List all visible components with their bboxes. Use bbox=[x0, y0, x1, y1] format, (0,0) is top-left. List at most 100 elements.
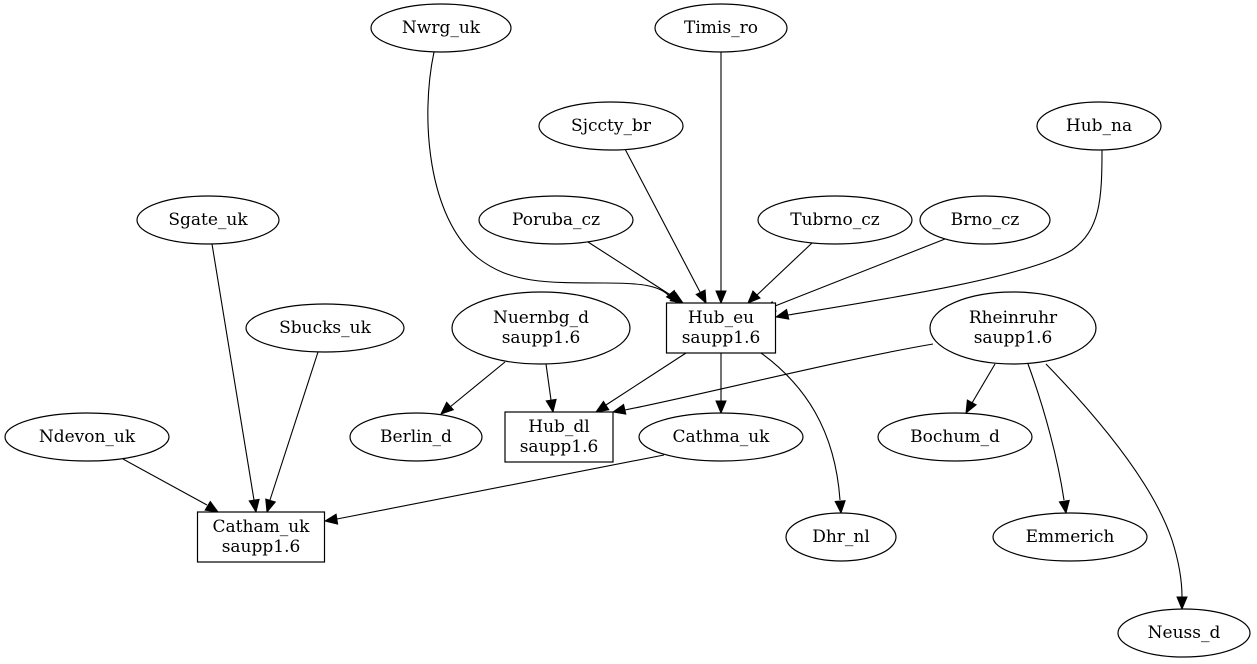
node-ellipse bbox=[451, 291, 631, 365]
edge-brno-cz-to-hub-eu bbox=[761, 238, 946, 312]
edge-line bbox=[545, 363, 552, 401]
edge-hub-eu-to-hub-dl bbox=[594, 352, 687, 413]
node-label: Sgate_uk bbox=[168, 210, 248, 230]
arrowhead-icon bbox=[669, 291, 685, 304]
node-label: Hub_eu bbox=[688, 308, 754, 328]
node-cathma-uk: Cathma_uk bbox=[638, 412, 804, 462]
arrowhead-icon bbox=[323, 513, 339, 525]
edge-hub-na-to-hub-eu bbox=[774, 149, 1103, 320]
edge-line bbox=[1045, 363, 1183, 598]
node-label: Sbucks_uk bbox=[279, 318, 371, 338]
arrowhead-icon bbox=[774, 308, 790, 320]
node-timis-ro: Timis_ro bbox=[654, 3, 788, 53]
edge-poruba-cz-to-hub-eu bbox=[587, 241, 685, 304]
edge-line bbox=[624, 343, 934, 411]
node-label: Tubrno_cz bbox=[790, 210, 880, 230]
node-label: Emmerich bbox=[1026, 527, 1115, 547]
edge-line bbox=[122, 458, 208, 506]
edge-hub-eu-to-dhr-nl bbox=[760, 352, 846, 515]
node-sublabel: saupp1.6 bbox=[520, 437, 599, 457]
edge-line bbox=[449, 361, 506, 408]
arrowhead-icon bbox=[1176, 596, 1188, 611]
edge-rheinruhr-to-hub-dl bbox=[611, 343, 934, 415]
node-box bbox=[504, 411, 614, 463]
node-sjccty-br: Sjccty_br bbox=[538, 101, 684, 151]
edge-nuernbg-d-to-berlin-d bbox=[440, 361, 506, 415]
node-label: Cathma_uk bbox=[673, 427, 771, 447]
edge-rheinruhr-to-emmerich bbox=[1027, 363, 1070, 515]
node-ellipse bbox=[877, 412, 1033, 462]
edge-line bbox=[760, 352, 841, 501]
arrowhead-icon bbox=[545, 398, 557, 414]
arrowhead-icon bbox=[248, 498, 260, 514]
edge-line bbox=[624, 148, 701, 293]
edge-line bbox=[1027, 363, 1065, 501]
edge-line bbox=[211, 243, 255, 501]
node-ellipse bbox=[992, 512, 1148, 562]
edge-line bbox=[605, 352, 687, 406]
node-ellipse bbox=[538, 101, 684, 151]
arrowhead-icon bbox=[611, 403, 627, 415]
edge-line bbox=[787, 149, 1103, 316]
arrowhead-icon bbox=[440, 401, 455, 415]
node-label: Bochum_d bbox=[910, 427, 1000, 447]
arrowhead-icon bbox=[695, 289, 707, 305]
node-box bbox=[665, 302, 777, 354]
edge-line bbox=[336, 454, 665, 520]
node-ellipse bbox=[919, 195, 1051, 245]
node-ellipse bbox=[638, 412, 804, 462]
node-ellipse bbox=[478, 195, 634, 245]
node-hub-na: Hub_na bbox=[1036, 101, 1162, 151]
edge-rheinruhr-to-neuss-d bbox=[1045, 363, 1188, 611]
arrowhead-icon bbox=[594, 400, 610, 413]
edge-rheinruhr-to-bochum-d bbox=[965, 363, 996, 415]
node-poruba-cz: Poruba_cz bbox=[478, 195, 634, 245]
node-ndevon-uk: Ndevon_uk bbox=[4, 412, 170, 462]
arrowhead-icon bbox=[265, 498, 277, 514]
edge-sbucks-uk-to-catham-uk bbox=[265, 351, 319, 514]
node-label: Neuss_d bbox=[1148, 623, 1221, 643]
node-ellipse bbox=[929, 291, 1097, 365]
node-label: Catham_uk bbox=[213, 517, 311, 537]
edge-timis-ro-to-hub-eu bbox=[715, 52, 727, 305]
node-ellipse bbox=[785, 512, 897, 562]
edge-ndevon-uk-to-catham-uk bbox=[122, 458, 220, 513]
node-sgate-uk: Sgate_uk bbox=[136, 195, 280, 245]
node-nwrg-uk: Nwrg_uk bbox=[370, 3, 512, 53]
node-ellipse bbox=[4, 412, 170, 462]
arrowhead-icon bbox=[834, 500, 846, 515]
edge-line bbox=[427, 51, 671, 298]
node-neuss-d: Neuss_d bbox=[1117, 608, 1251, 658]
arrowhead-icon bbox=[715, 290, 727, 305]
node-brno-cz: Brno_cz bbox=[919, 195, 1051, 245]
node-label: Rheinruhr bbox=[969, 308, 1058, 328]
node-dhr-nl: Dhr_nl bbox=[785, 512, 897, 562]
arrowhead-icon bbox=[1058, 499, 1070, 515]
node-label: Poruba_cz bbox=[512, 210, 600, 230]
node-label: Hub_dl bbox=[528, 417, 589, 437]
node-sublabel: saupp1.6 bbox=[974, 328, 1053, 348]
edge-line bbox=[971, 363, 996, 404]
edges-layer bbox=[122, 51, 1188, 611]
edge-line bbox=[269, 351, 319, 501]
node-label: Nwrg_uk bbox=[402, 18, 481, 38]
node-ellipse bbox=[1036, 101, 1162, 151]
node-berlin-d: Berlin_d bbox=[349, 412, 483, 462]
node-emmerich: Emmerich bbox=[992, 512, 1148, 562]
node-bochum-d: Bochum_d bbox=[877, 412, 1033, 462]
node-ellipse bbox=[349, 412, 483, 462]
arrowhead-icon bbox=[204, 500, 220, 513]
node-label: Sjccty_br bbox=[571, 116, 652, 136]
node-label: Dhr_nl bbox=[812, 527, 870, 547]
edge-tubrno-cz-to-hub-eu bbox=[747, 242, 813, 304]
node-box bbox=[196, 511, 326, 563]
node-ellipse bbox=[1117, 608, 1251, 658]
edge-sgate-uk-to-catham-uk bbox=[211, 243, 260, 514]
